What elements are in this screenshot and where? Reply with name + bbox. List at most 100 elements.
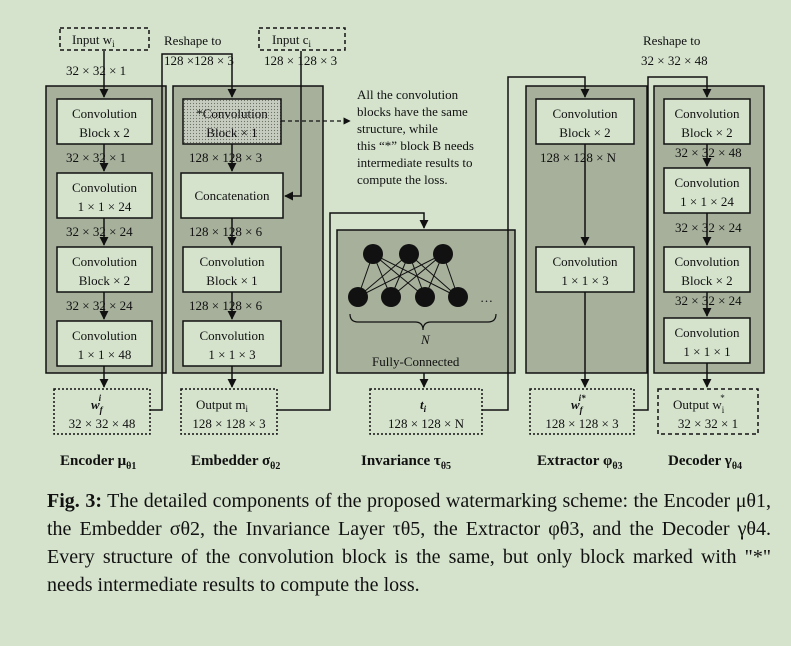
reshape-label-2: Reshape to xyxy=(643,33,700,48)
svg-text:Block × 2: Block × 2 xyxy=(681,125,732,140)
encoder-dim: 32 × 32 × 24 xyxy=(66,298,133,313)
caption-text: The detailed components of the proposed … xyxy=(47,490,772,596)
neuron xyxy=(363,244,383,264)
svg-text:1 × 1 × 3: 1 × 1 × 3 xyxy=(561,273,608,288)
n-label: N xyxy=(420,332,431,347)
encoder-dim: 32 × 32 × 1 xyxy=(66,150,126,165)
svg-text:Convolution: Convolution xyxy=(199,254,265,269)
svg-text:1 × 1 × 24: 1 × 1 × 24 xyxy=(680,194,734,209)
svg-text:*Convolution: *Convolution xyxy=(196,106,268,121)
decoder-block: Convolution Block × 2 xyxy=(663,98,751,145)
input-c-box xyxy=(258,27,346,51)
svg-text:Convolution: Convolution xyxy=(552,254,618,269)
reshape-label-1: Reshape to xyxy=(164,33,221,48)
svg-text:ti: ti xyxy=(420,397,427,414)
decoder-dim: 32 × 32 × 24 xyxy=(675,293,742,308)
neuron xyxy=(448,287,468,307)
svg-text:blocks have the same: blocks have the same xyxy=(357,104,468,119)
svg-text:this “*” block B needs: this “*” block B needs xyxy=(357,138,474,153)
embedder-concat-block: Concatenation xyxy=(180,172,284,219)
invariance-title: Invariance τθ5 xyxy=(361,453,451,472)
encoder-block: Convolution 1 × 1 × 48 xyxy=(56,320,153,367)
svg-text:wfi: wfi xyxy=(91,393,104,415)
svg-text:128 × 128 × N: 128 × 128 × N xyxy=(388,416,465,431)
svg-text:Convolution: Convolution xyxy=(674,175,740,190)
invariance-output-box: ti 128 × 128 × N xyxy=(369,388,483,435)
svg-text:32 × 32 × 48: 32 × 32 × 48 xyxy=(69,416,136,431)
embedder-block: Convolution 1 × 1 × 3 xyxy=(182,320,282,367)
svg-text:32 × 32 × 1: 32 × 32 × 1 xyxy=(678,416,738,431)
neuron xyxy=(415,287,435,307)
figure-caption: Fig. 3: The detailed components of the p… xyxy=(47,487,771,599)
svg-text:Output wi*: Output wi* xyxy=(673,393,725,415)
input-w-label: Input wi xyxy=(72,32,115,49)
svg-text:Output mi: Output mi xyxy=(196,397,248,414)
extractor-block: Convolution Block × 2 xyxy=(535,98,635,145)
encoder-block: Convolution 1 × 1 × 24 xyxy=(56,172,153,219)
svg-text:Block × 2: Block × 2 xyxy=(681,273,732,288)
embedder-starred-block: *Convolution Block × 1 xyxy=(182,98,282,145)
fully-connected-label: Fully-Connected xyxy=(372,354,460,369)
input-w-box xyxy=(59,27,150,51)
svg-text:128 × 128 × 3: 128 × 128 × 3 xyxy=(545,416,618,431)
neuron xyxy=(348,287,368,307)
svg-text:compute the loss.: compute the loss. xyxy=(357,172,448,187)
embedder-title: Embedder σθ2 xyxy=(191,453,280,472)
svg-text:intermediate results to: intermediate results to xyxy=(357,155,473,170)
svg-text:1 × 1 × 3: 1 × 1 × 3 xyxy=(208,347,255,362)
embedder-block: Convolution Block × 1 xyxy=(182,246,282,293)
input-c-label: Input ci xyxy=(272,32,311,49)
svg-text:Block x 2: Block x 2 xyxy=(79,125,130,140)
svg-text:Convolution: Convolution xyxy=(552,106,618,121)
decoder-output-box: Output wi* 32 × 32 × 1 xyxy=(657,388,759,435)
decoder-dim: 32 × 32 × 48 xyxy=(675,145,742,160)
svg-text:Convolution: Convolution xyxy=(674,325,740,340)
svg-text:Block × 1: Block × 1 xyxy=(206,273,257,288)
svg-text:128 × 128 × 3: 128 × 128 × 3 xyxy=(192,416,265,431)
extractor-title: Extractor φθ3 xyxy=(537,453,623,472)
embedder-dim: 128 × 128 × 3 xyxy=(189,150,262,165)
reshape-dim-2: 32 × 32 × 48 xyxy=(641,53,708,68)
extractor-output-box: wfi* 128 × 128 × 3 xyxy=(529,388,635,435)
ellipsis: … xyxy=(480,290,493,305)
decoder-dim: 32 × 32 × 24 xyxy=(675,220,742,235)
encoder-dim: 32 × 32 × 24 xyxy=(66,224,133,239)
flow-arrows xyxy=(99,51,712,411)
decoder-block: Convolution Block × 2 xyxy=(663,246,751,293)
decoder-title: Decoder γθ4 xyxy=(668,453,742,472)
decoder-block: Convolution 1 × 1 × 1 xyxy=(663,317,751,364)
brace xyxy=(349,313,497,331)
svg-text:Convolution: Convolution xyxy=(199,328,265,343)
decoder-block: Convolution 1 × 1 × 24 xyxy=(663,167,751,214)
embedder-dim: 128 × 128 × 6 xyxy=(189,224,263,239)
input-w-dim: 32 × 32 × 1 xyxy=(66,63,126,78)
svg-text:Convolution: Convolution xyxy=(72,106,138,121)
encoder-title: Encoder μθ1 xyxy=(60,453,136,472)
svg-text:1 × 1 × 24: 1 × 1 × 24 xyxy=(78,199,132,214)
svg-text:1 × 1 × 48: 1 × 1 × 48 xyxy=(78,347,132,362)
svg-text:Concatenation: Concatenation xyxy=(194,188,270,203)
svg-text:All the convolution: All the convolution xyxy=(357,87,459,102)
encoder-output-box: wfi 32 × 32 × 48 xyxy=(53,388,151,435)
svg-text:Convolution: Convolution xyxy=(72,328,138,343)
svg-text:Block × 2: Block × 2 xyxy=(79,273,130,288)
svg-text:Convolution: Convolution xyxy=(72,180,138,195)
reshape-dim-1: 128 ×128 × 3 xyxy=(164,53,234,68)
svg-text:wfi*: wfi* xyxy=(571,393,586,415)
neuron xyxy=(433,244,453,264)
encoder-block: Convolution Block x 2 xyxy=(56,98,153,145)
neuron xyxy=(399,244,419,264)
svg-text:Convolution: Convolution xyxy=(72,254,138,269)
embedder-output-box: Output mi 128 × 128 × 3 xyxy=(180,388,278,435)
extractor-dim: 128 × 128 × N xyxy=(540,150,617,165)
svg-text:Block × 2: Block × 2 xyxy=(559,125,610,140)
svg-text:Convolution: Convolution xyxy=(674,106,740,121)
svg-text:structure, while: structure, while xyxy=(357,121,438,136)
note-text: All the convolution blocks have the same… xyxy=(357,87,474,187)
extractor-block: Convolution 1 × 1 × 3 xyxy=(535,246,635,293)
encoder-block: Convolution Block × 2 xyxy=(56,246,153,293)
neuron xyxy=(381,287,401,307)
svg-text:Block × 1: Block × 1 xyxy=(206,125,257,140)
caption-fig-label: Fig. 3: xyxy=(47,490,102,512)
embedder-dim: 128 × 128 × 6 xyxy=(189,298,263,313)
